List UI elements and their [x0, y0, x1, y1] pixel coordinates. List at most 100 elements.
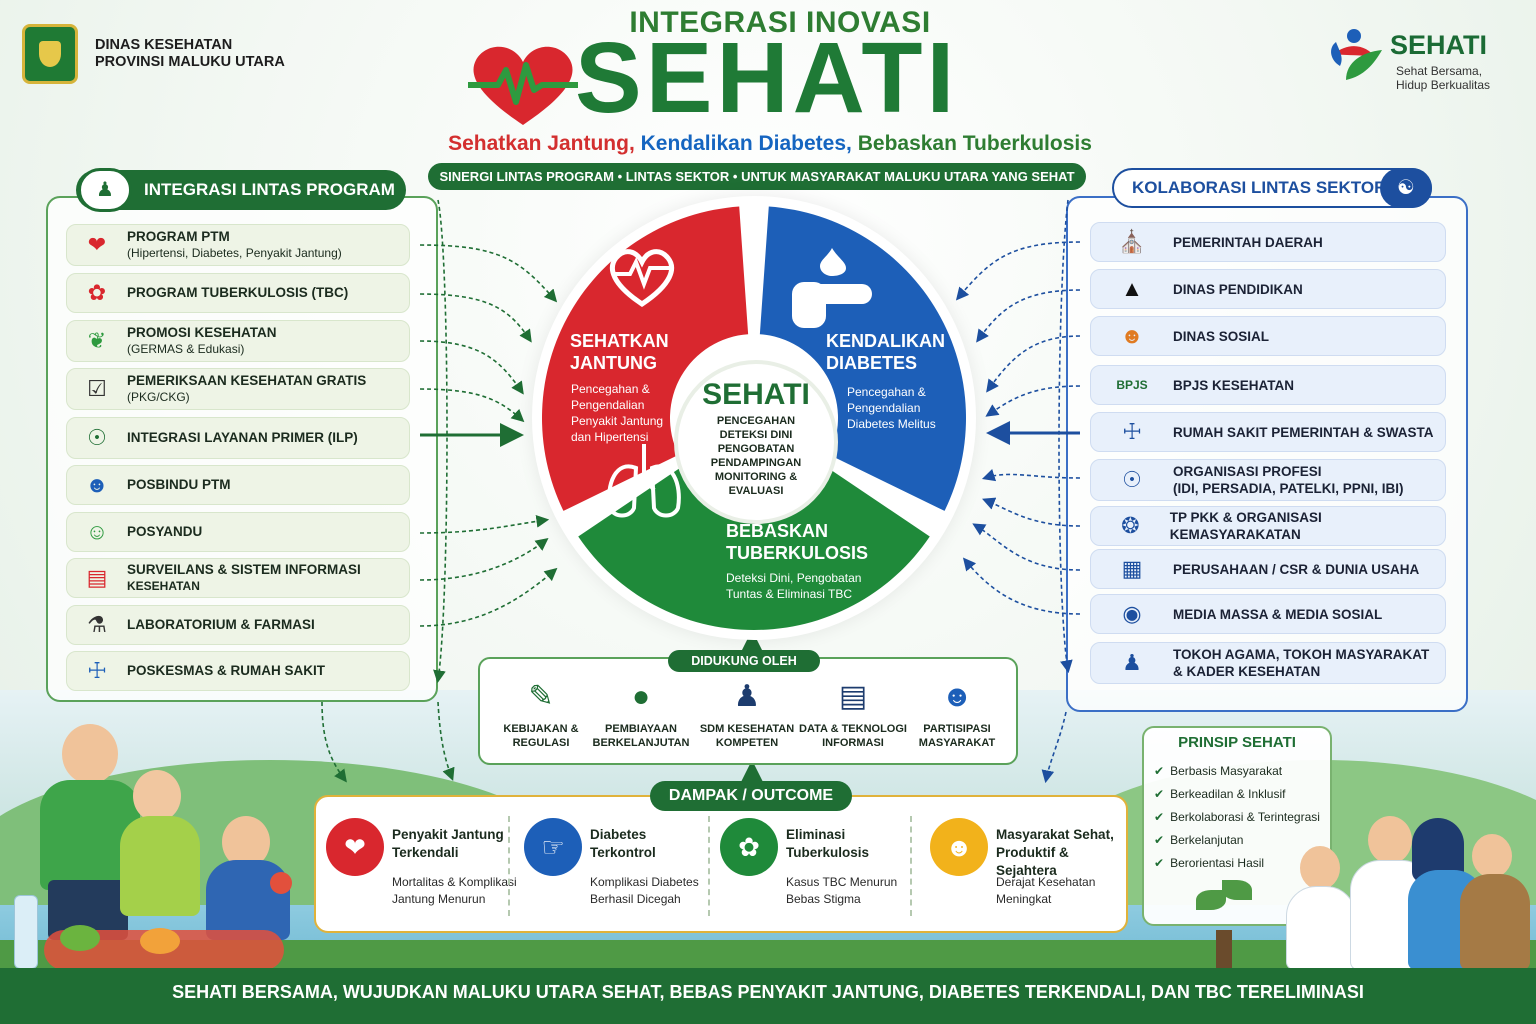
impact-item: ☻ Masyarakat Sehat, Produktif & Sejahter…	[922, 812, 1122, 922]
tagline-diabetes: Kendalikan Diabetes,	[640, 132, 852, 155]
support-label: DATA & TEKNOLOGI INFORMASI	[799, 723, 907, 749]
program-label: POSYANDU	[127, 524, 203, 539]
divider	[910, 816, 912, 916]
heart-pulse-icon: ❤	[87, 232, 107, 257]
impact-item: ✿ Eliminasi Tuberkulosis Kasus TBC Menur…	[712, 812, 908, 922]
divider	[708, 816, 710, 916]
leaf-hands-icon: ❦	[87, 328, 107, 353]
impact-desc: Derajat Kesehatan Meningkat	[996, 875, 1096, 906]
support-label: SDM KESEHATAN KOMPETEN	[699, 723, 795, 749]
team-icon: ♟	[78, 168, 132, 212]
community-icon: ♟	[1122, 650, 1142, 675]
sector-panel-title: KOLABORASI LINTAS SEKTOR	[1112, 168, 1432, 208]
program-item[interactable]: ☉ INTEGRASI LAYANAN PRIMER (ILP)	[66, 417, 410, 459]
program-label: PEMERIKSAAN KESEHATAN GRATIS	[127, 373, 367, 388]
government-icon: ⛪	[1118, 229, 1146, 254]
heart-pulse-icon	[610, 249, 674, 308]
program-sub: (Hipertensi, Diabetes, Penyakit Jantung)	[127, 246, 342, 260]
support-item: ● PEMBIAYAAN BERKELANJUTAN	[586, 672, 696, 750]
program-label: PROMOSI KESEHATAN	[127, 325, 277, 340]
wheel-center-items: PENCEGAHAN DETEKSI DINI PENGOBATAN PENDA…	[710, 415, 802, 497]
tagline-tb: Bebaskan Tuberkulosis	[857, 132, 1092, 155]
sector-item[interactable]: ❂ TP PKK & ORGANISASI KEMASYARAKATAN	[1090, 506, 1446, 546]
program-item[interactable]: ▤ SURVEILANS & SISTEM INFORMASI KESEHATAN	[66, 558, 410, 598]
chart-icon: ▤	[86, 565, 108, 590]
people-icon: ☻	[1120, 323, 1144, 348]
program-label: POSBINDU PTM	[127, 477, 231, 492]
supported-box	[478, 657, 1018, 765]
tb-segment-desc: Deteksi Dini, Pengobatan Tuntas & Elimin…	[726, 571, 862, 601]
divider	[508, 816, 510, 916]
program-label: POSKESMAS & RUMAH SAKIT	[127, 663, 326, 678]
impact-title: DAMPAK / OUTCOME	[650, 781, 852, 811]
microscope-icon: ⚗	[87, 612, 107, 637]
sector-item[interactable]: ◉ MEDIA MASSA & MEDIA SOSIAL	[1090, 594, 1446, 634]
sector-item[interactable]: ⛪ PEMERINTAH DAERAH	[1090, 222, 1446, 262]
heart-pulse-icon: ❤	[326, 818, 384, 876]
sector-label: TOKOH AGAMA, TOKOH MASYARAKAT & KADER KE…	[1173, 647, 1430, 679]
program-item[interactable]: ❤ PROGRAM PTM(Hipertensi, Diabetes, Peny…	[66, 224, 410, 266]
building-icon: ▦	[1121, 556, 1143, 581]
bpjs-logo-icon: BPJS	[1116, 378, 1148, 392]
sector-item[interactable]: ☉ ORGANISASI PROFESI (IDI, PERSADIA, PAT…	[1090, 459, 1446, 501]
program-item[interactable]: ⚗ LABORATORIUM & FARMASI	[66, 605, 410, 645]
segment-heart	[542, 206, 749, 511]
impact-item: ☞ Diabetes Terkontrol Komplikasi Diabete…	[516, 812, 712, 922]
checklist-icon: ☑	[87, 376, 107, 401]
sector-label: TP PKK & ORGANISASI KEMASYARAKATAN	[1169, 510, 1322, 542]
program-label: SURVEILANS & SISTEM INFORMASI	[127, 562, 361, 577]
impact-heading: Diabetes Terkontrol	[590, 827, 656, 860]
network-icon: ☉	[87, 425, 107, 450]
brand-name: SEHATI	[1390, 30, 1488, 60]
program-item[interactable]: ☻ POSBINDU PTM	[66, 465, 410, 505]
sector-item[interactable]: BPJS BPJS KESEHATAN	[1090, 365, 1446, 405]
document-shield-icon: ✎	[528, 680, 554, 713]
sector-item[interactable]: ☩ RUMAH SAKIT PEMERINTAH & SWASTA	[1090, 412, 1446, 452]
heart-segment-desc: Pencegahan & Pengendalian Penyakit Jantu…	[571, 382, 664, 444]
footer-slogan: SEHATI BERSAMA, WUJUDKAN MALUKU UTARA SE…	[0, 968, 1536, 1024]
sector-label: BPJS KESEHATAN	[1173, 377, 1295, 393]
wheel-center	[674, 360, 838, 524]
impact-desc: Komplikasi Diabetes Berhasil Dicegah	[590, 875, 699, 906]
program-label: INTEGRASI LAYANAN PRIMER (ILP)	[127, 430, 358, 445]
principle-item: Berorientasi Hasil	[1154, 856, 1264, 870]
hospital-icon: ☩	[87, 658, 107, 683]
program-sub: KESEHATAN	[127, 579, 200, 593]
support-item: ✎ KEBIJAKAN & REGULASI	[486, 672, 596, 750]
program-item[interactable]: ✿ PROGRAM TUBERKULOSIS (TBC)	[66, 273, 410, 313]
sector-item[interactable]: ▲ DINAS PENDIDIKAN	[1090, 269, 1446, 309]
support-item: ♟ SDM KESEHATAN KOMPETEN	[692, 672, 802, 750]
crowd-icon: ☻	[941, 680, 973, 713]
sector-item[interactable]: ♟ TOKOH AGAMA, TOKOH MASYARAKAT & KADER …	[1090, 642, 1446, 684]
title-small: INTEGRASI INOVASI	[629, 6, 931, 39]
principle-item: Berkeadilan & Inklusif	[1154, 787, 1285, 801]
tagline-heart: Sehatkan Jantung,	[448, 132, 635, 155]
program-item[interactable]: ☺ POSYANDU	[66, 512, 410, 552]
sector-item[interactable]: ☻ DINAS SOSIAL	[1090, 316, 1446, 356]
impact-item: ❤ Penyakit Jantung Terkendali Mortalitas…	[318, 812, 517, 922]
lungs-icon	[607, 444, 681, 518]
title-big: SEHATI	[575, 22, 959, 134]
support-label: KEBIJAKAN & REGULASI	[503, 723, 579, 749]
program-item[interactable]: ☩ POSKESMAS & RUMAH SAKIT	[66, 651, 410, 691]
wheel-center-title: SEHATI	[702, 378, 810, 411]
impact-heading: Eliminasi Tuberkulosis	[786, 827, 870, 860]
handshake-icon: ☯	[1380, 168, 1432, 208]
lungs-icon: ✿	[720, 818, 778, 876]
support-label: PARTISIPASI MASYARAKAT	[918, 723, 996, 749]
impact-desc: Kasus TBC Menurun Bebas Stigma	[786, 875, 898, 906]
brand-slogan: Sehat Bersama, Hidup Berkualitas	[1396, 64, 1491, 92]
heart-logo-icon	[468, 46, 578, 125]
diabetes-segment-title: KENDALIKAN DIABETES	[826, 331, 945, 373]
principle-item: Berkelanjutan	[1154, 833, 1243, 847]
impact-desc: Mortalitas & Komplikasi Jantung Menurun	[392, 875, 517, 906]
professionals-icon: ☉	[1122, 467, 1142, 492]
sector-label: PEMERINTAH DAERAH	[1173, 234, 1323, 250]
program-item[interactable]: ☑ PEMERIKSAAN KESEHATAN GRATIS(PKG/CKG)	[66, 368, 410, 410]
sector-item[interactable]: ▦ PERUSAHAAN / CSR & DUNIA USAHA	[1090, 549, 1446, 589]
sector-label: ORGANISASI PROFESI (IDI, PERSADIA, PATEL…	[1173, 464, 1404, 496]
program-item[interactable]: ❦ PROMOSI KESEHATAN(GERMAS & Edukasi)	[66, 320, 410, 362]
principle-item: Berbasis Masyarakat	[1154, 764, 1282, 778]
principles-title: PRINSIP SEHATI	[1178, 734, 1296, 751]
